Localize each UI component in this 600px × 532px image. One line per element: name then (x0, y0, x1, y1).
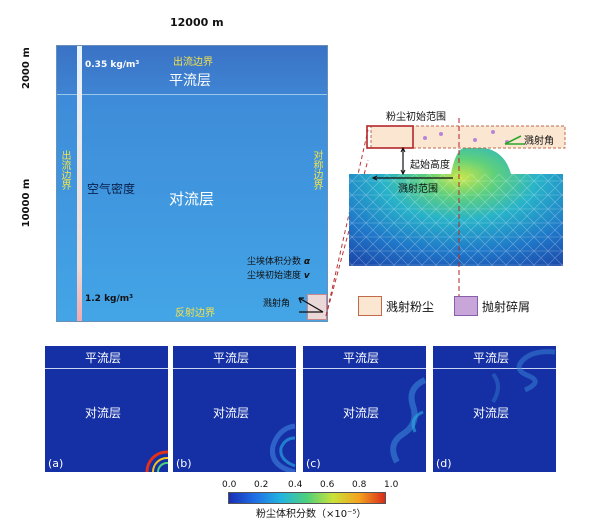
v-symbol: v (303, 271, 310, 281)
symmetric-boundary: 对称边界 (311, 150, 322, 190)
panel-layer-divider (303, 368, 426, 369)
panel-tag: (d) (436, 457, 452, 470)
dust-plume-c (390, 377, 426, 464)
panel-tag: (a) (48, 457, 64, 470)
dust-plume-a (145, 450, 168, 472)
simulation-domain: 0.35 kg/m³ 出流边界 平流层 出流边界 空气密度 对流层 对称边界 尘… (56, 45, 328, 322)
dust-volume-label: 尘埃体积分数 α (247, 257, 311, 267)
panel-troposphere-label: 对流层 (473, 406, 510, 420)
panel-stratosphere-label: 平流层 (343, 351, 380, 365)
density-top-label: 0.35 kg/m³ (85, 60, 140, 70)
panel-stratosphere-label: 平流层 (85, 351, 122, 365)
panel-c: 平流层 对流层 (c) (303, 346, 426, 472)
colorbar (228, 492, 386, 504)
legend-thrown-debris-swatch (454, 296, 478, 316)
density-bottom-label: 1.2 kg/m³ (85, 294, 134, 304)
air-density-label: 空气密度 (87, 182, 136, 196)
panel-tag: (b) (176, 457, 192, 470)
panel-troposphere-label: 对流层 (213, 406, 250, 420)
panel-layer-divider (433, 368, 556, 369)
panel-troposphere-label: 对流层 (343, 406, 380, 420)
colorbar-title: 粉尘体积分数（×10⁻⁵） (256, 509, 367, 520)
panel-a: 平流层 对流层 (a) (45, 346, 168, 472)
troposphere-label: 对流层 (169, 190, 215, 208)
ejecta-range-label: 溅射范围 (398, 184, 438, 195)
ejecta-angle-label-left: 溅射角 (263, 299, 291, 309)
outflow-boundary-left: 出流边界 (59, 150, 70, 190)
colorbar-tick: 0.6 (320, 480, 335, 490)
crater-zoom (349, 118, 566, 298)
outflow-boundary-top: 出流边界 (173, 57, 213, 68)
panel-stratosphere-label: 平流层 (473, 351, 510, 365)
initial-height-label: 起始高度 (410, 160, 450, 171)
density-gradient-bar (77, 46, 82, 321)
colorbar-tick: 0.2 (254, 480, 269, 490)
ejecta-angle-arrow (298, 297, 324, 313)
legend-thrown-debris-label: 抛射碎屑 (482, 300, 531, 314)
colorbar-tick: 0.0 (222, 480, 237, 490)
legend-ejecta-dust-label: 溅射粉尘 (386, 300, 435, 314)
colorbar-tick: 0.8 (352, 480, 367, 490)
alpha-symbol: α (303, 257, 311, 267)
legend-ejecta-dust-swatch (358, 296, 382, 316)
colorbar-ticks: 0.0 0.2 0.4 0.6 0.8 1.0 (222, 480, 398, 492)
stratosphere-layer (57, 46, 327, 95)
panel-layer-divider (173, 368, 296, 369)
ejecta-source-box (307, 294, 327, 320)
width-label: 12000 m (170, 16, 224, 29)
main-height-label: 10000 m (21, 178, 32, 228)
colorbar-tick: 0.4 (288, 480, 303, 490)
ejecta-angle-label-right: 溅射角 (524, 136, 554, 147)
panel-stratosphere-label: 平流层 (213, 351, 250, 365)
dust-velocity-label: 尘埃初始速度 v (247, 271, 310, 281)
panel-tag: (c) (306, 457, 321, 470)
dust-initial-range-label: 粉尘初始范围 (386, 112, 446, 123)
reflective-boundary: 反射边界 (175, 308, 215, 319)
panel-b: 平流层 对流层 (b) (173, 346, 296, 472)
colorbar-tick: 1.0 (384, 480, 399, 490)
panel-troposphere-label: 对流层 (85, 406, 122, 420)
dust-plume-d (491, 349, 556, 404)
panel-layer-divider (45, 368, 168, 369)
panel-d: 平流层 对流层 (d) (433, 346, 556, 472)
dust-plume-b (269, 423, 296, 472)
top-height-label: 2000 m (21, 47, 32, 89)
stratosphere-label: 平流层 (169, 73, 211, 89)
